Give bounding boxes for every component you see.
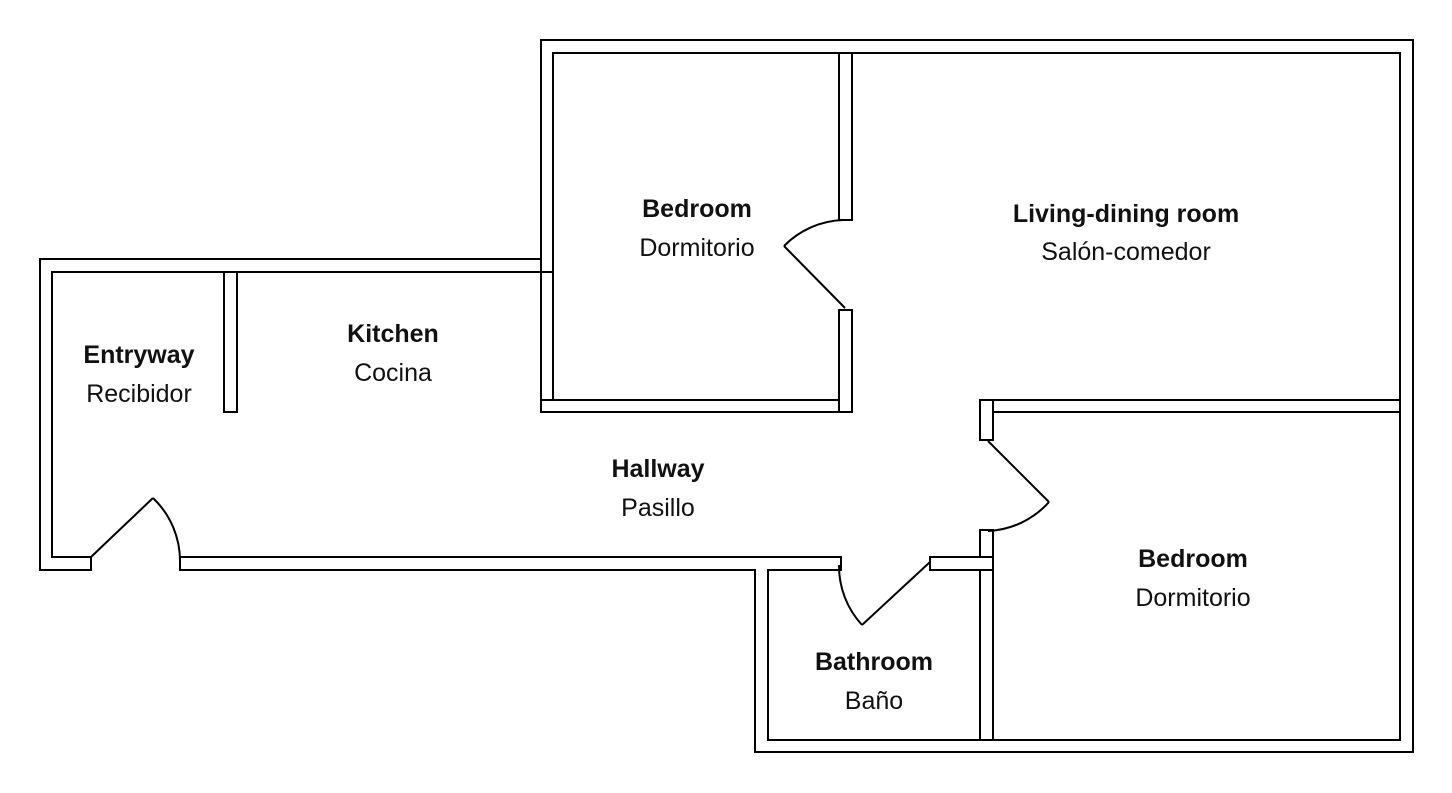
- doors: [90, 219, 1050, 626]
- door-bathroom-leaf: [861, 561, 931, 626]
- room-labels: Entryway Recibidor Kitchen Cocina Bedroo…: [83, 195, 1250, 715]
- door-bedroom1-swing: [783, 219, 844, 247]
- room-name-living-dining: Living-dining room: [1013, 200, 1239, 228]
- room-subtitle-bathroom: Baño: [845, 687, 903, 715]
- room-subtitle-hallway: Pasillo: [621, 494, 695, 522]
- wall-kitchen-bedroom: [540, 271, 554, 413]
- door-bedroom2-swing: [987, 501, 1050, 532]
- room-subtitle-bedroom-1: Dormitorio: [639, 234, 754, 262]
- door-bedroom1-leaf: [783, 245, 846, 309]
- door-entry-swing: [152, 497, 182, 563]
- wall-bedroom1-east-upper: [838, 52, 853, 221]
- wall-bathroom-north-right: [929, 556, 994, 571]
- room-name-bathroom: Bathroom: [815, 648, 933, 676]
- door-bedroom2-leaf: [987, 440, 1050, 503]
- room-name-bedroom-1: Bedroom: [642, 195, 752, 223]
- room-subtitle-living-dining: Salón-comedor: [1041, 238, 1211, 266]
- door-bathroom-swing: [837, 564, 863, 626]
- room-name-bedroom-2: Bedroom: [1138, 545, 1248, 573]
- wall-entry-kitchen: [223, 271, 238, 413]
- room-subtitle-bedroom-2: Dormitorio: [1135, 584, 1250, 612]
- room-name-kitchen: Kitchen: [347, 320, 439, 348]
- wall-north-east-outer: [179, 39, 1414, 753]
- room-name-hallway: Hallway: [611, 455, 704, 483]
- wall-bedroom1-south: [540, 399, 853, 413]
- door-entry-leaf: [90, 497, 154, 558]
- walls: [39, 39, 1414, 753]
- room-name-entryway: Entryway: [83, 341, 194, 369]
- wall-bedroom1-east-lower: [838, 309, 853, 413]
- room-subtitle-kitchen: Cocina: [354, 359, 432, 387]
- wall-west-wing-outer: [39, 258, 542, 571]
- wall-bedroom2-west-lower: [979, 529, 994, 741]
- room-subtitle-entryway: Recibidor: [86, 380, 192, 408]
- wall-living-bedroom2: [979, 399, 1401, 413]
- wall-bedroom2-west-upper: [979, 399, 994, 441]
